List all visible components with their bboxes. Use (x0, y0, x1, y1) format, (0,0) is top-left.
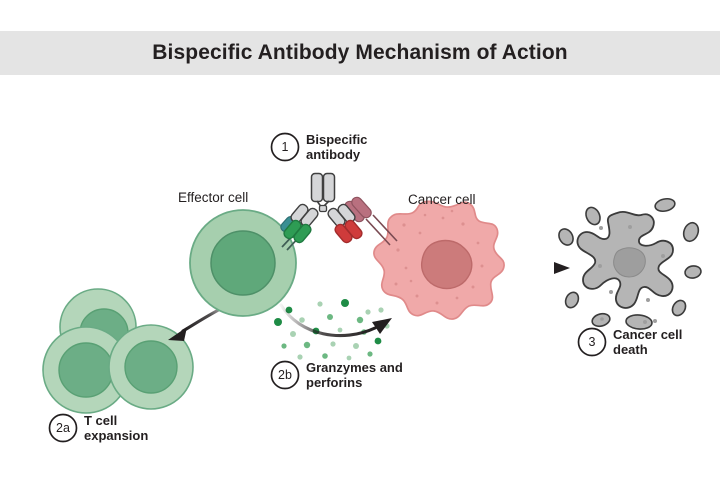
granzyme-dot (322, 353, 328, 359)
step-badge-2b-number: 2b (278, 368, 292, 382)
antibody-arm-right-outer (337, 203, 363, 240)
cancer-cell (373, 200, 505, 320)
granzyme-dot (290, 331, 296, 337)
tumor-antigen (344, 196, 398, 246)
arrow-granzymes-to-cancer-cell (279, 303, 392, 338)
granzyme-dot (367, 351, 373, 357)
t-cell-expansion-cluster (42, 288, 194, 414)
t-cell-right (108, 324, 194, 410)
step-2a-label: T cell expansion (84, 413, 149, 443)
t-cell-left (42, 326, 130, 414)
granzyme-dot (297, 354, 303, 360)
granzyme-dot (327, 314, 333, 320)
granzyme-dot (303, 341, 311, 349)
granzyme-dot (299, 317, 305, 323)
granzyme-dot (274, 318, 282, 326)
step-badge-2a (48, 413, 78, 443)
antibody-arm-right-inner (327, 207, 353, 244)
granzyme-dot (337, 327, 343, 333)
step-3-label: Cancer cell death (613, 327, 683, 357)
granzyme-dot (330, 341, 336, 347)
dead-cancer-cell (558, 197, 702, 330)
step-badge-3 (577, 327, 607, 357)
granzyme-dot (356, 316, 364, 324)
bispecific-antibody (283, 172, 363, 244)
effector-cell-label: Effector cell (178, 190, 249, 205)
antibody-arm-left-outer (283, 203, 309, 240)
step-badge-1-number: 1 (281, 140, 289, 154)
step-badge-3-number: 3 (588, 335, 596, 349)
granzyme-dot (374, 337, 382, 345)
step-2b-label: Granzymes and perforins (306, 360, 403, 390)
header-band: Bispecific Antibody Mechanism of Action (0, 31, 720, 75)
granzyme-dot (346, 355, 352, 361)
step-badge-2b (270, 360, 300, 390)
granzyme-dot (378, 307, 384, 313)
granzyme-dot (317, 301, 323, 307)
granzyme-dot (353, 343, 359, 349)
effector-cell (189, 209, 297, 317)
step-badge-2a-number: 2a (56, 421, 70, 435)
page-title: Bispecific Antibody Mechanism of Action (152, 41, 568, 64)
arrow-to-cancer-cell-death (487, 262, 570, 274)
granzyme-dot (365, 309, 371, 315)
antibody-arm-left-inner (293, 207, 319, 244)
cancer-cell-label: Cancer cell (408, 192, 476, 207)
granzyme-dot (281, 343, 287, 349)
granzyme-dot (341, 299, 349, 307)
step-badge-1 (270, 132, 300, 162)
step-1-label: Bispecific antibody (306, 132, 368, 162)
